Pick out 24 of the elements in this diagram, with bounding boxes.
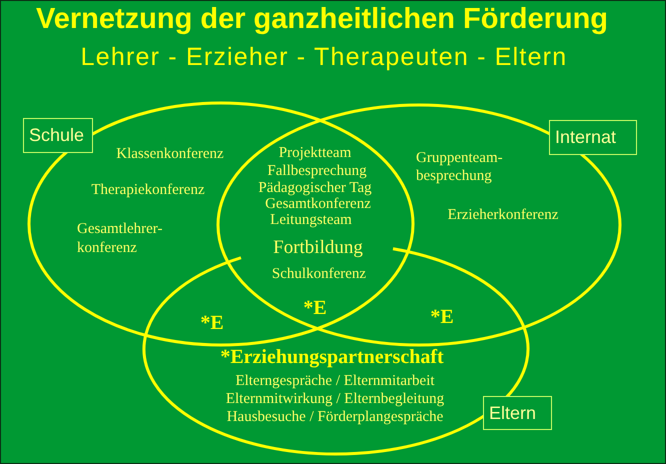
set-label-tag: Eltern bbox=[483, 396, 552, 430]
subtitle: Lehrer - Erzieher - Therapeuten - Eltern bbox=[80, 43, 568, 71]
list-item-text: Schulkonferenz bbox=[272, 266, 366, 282]
set-label-tag: Internat bbox=[549, 120, 637, 155]
marker-text: *E bbox=[430, 306, 454, 328]
title: Vernetzung der ganzheitlichen Förderung bbox=[35, 3, 609, 36]
list-item-text: Klassenkonferenz bbox=[116, 146, 224, 162]
list-item-text: Leitungsteam bbox=[270, 212, 352, 228]
list-item-text: Gruppenteam- besprechung bbox=[416, 150, 503, 184]
marker-text: *E bbox=[303, 297, 327, 319]
list-item-text: Pädagogischer Tag bbox=[258, 180, 372, 196]
list-item-text: Therapiekonferenz bbox=[91, 182, 205, 198]
list-item-text: Fallbesprechung bbox=[267, 163, 367, 179]
set-label-tag: Schule bbox=[23, 118, 93, 153]
list-item-text: Gesamtlehrer- konferenz bbox=[77, 221, 162, 256]
marker-text: *E bbox=[200, 312, 224, 334]
list-item-text: Elterngespräche / Elternmitarbeit bbox=[235, 373, 435, 389]
category-heading: *Erziehungspartnerschaft bbox=[220, 346, 444, 368]
list-item-text: Elternmitwirkung / Elternbegleitung bbox=[226, 391, 444, 407]
list-item-text: Hausbesuche / Förderplangespräche bbox=[226, 409, 444, 425]
list-item-text: Projektteam bbox=[278, 145, 352, 161]
list-item-text: Gesamtkonferenz bbox=[265, 196, 371, 212]
list-item-text: Erzieherkonferenz bbox=[448, 207, 558, 223]
highlight-text: Fortbildung bbox=[273, 237, 363, 258]
